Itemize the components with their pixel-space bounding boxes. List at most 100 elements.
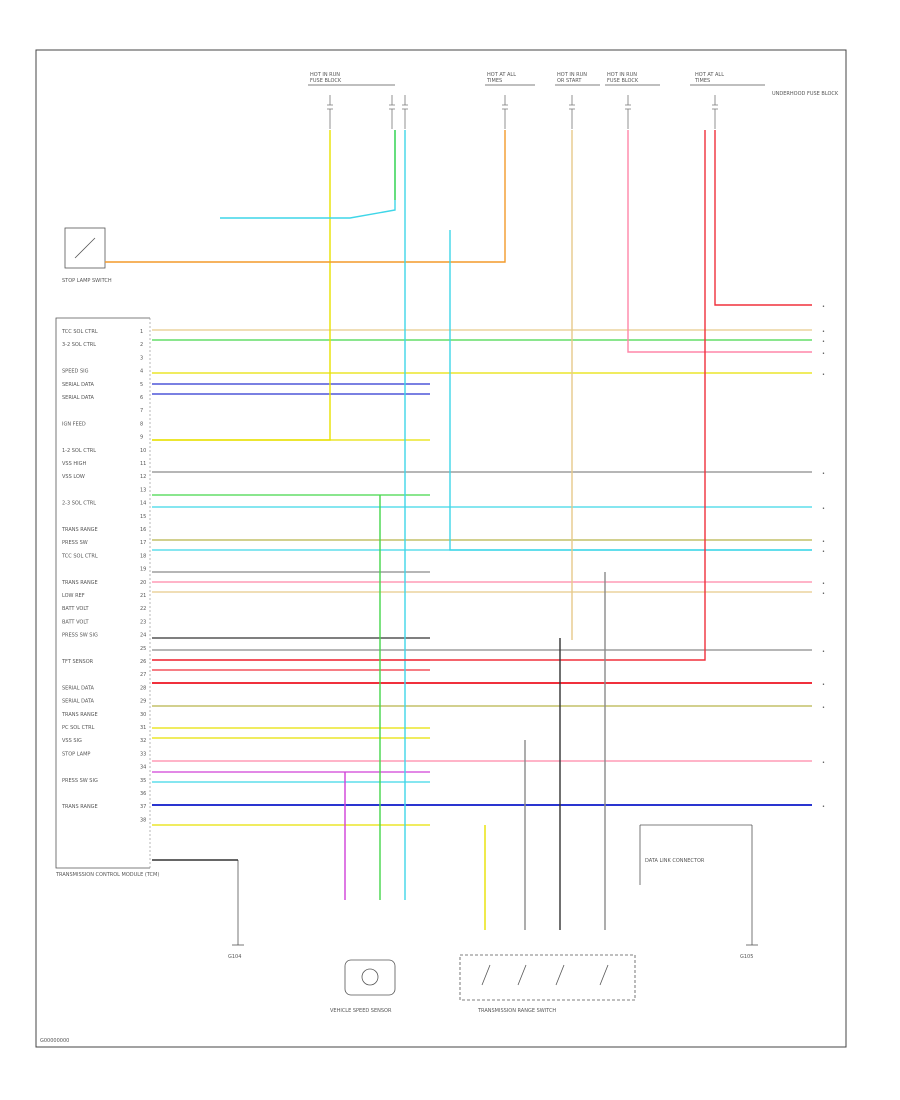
tcm-pin-number: 3 (140, 355, 143, 361)
tcm-pin-number: 16 (140, 527, 146, 533)
wire-red-batt (152, 130, 706, 661)
diagram-frame (35, 49, 847, 1048)
right-pin-marker: • (822, 549, 825, 555)
tcm-pin-number: 10 (140, 448, 146, 454)
tcm-pin-number: 32 (140, 738, 146, 744)
tcm-pin-label: SERIAL DATA (62, 699, 95, 705)
tcm-pin-number: 37 (140, 804, 146, 810)
tcm-pin-label: PRESS SW SIG (62, 778, 98, 784)
tcm-pin-number: 33 (140, 751, 146, 757)
tcm-pin-label: PC SOL CTRL (62, 725, 95, 731)
tcm-pin-label: BATT VOLT (62, 606, 89, 612)
tcm-pin-label: IGN FEED (62, 421, 86, 427)
fuse-block-5-sub: TIMES (694, 78, 710, 84)
right-pin-marker: • (822, 372, 825, 378)
tcm-pin-number: 13 (140, 487, 146, 493)
transmission-range-switch: TRANSMISSION RANGE SWITCH (459, 954, 636, 1014)
fuse-block-3-label: HOT IN RUN (557, 72, 587, 78)
fuse-block-4-label: HOT IN RUN (607, 72, 637, 78)
tcm-module: TRANSMISSION CONTROL MODULE (TCM) (55, 317, 159, 878)
tcm-pin-number: 23 (140, 619, 146, 625)
tcm-pin-label: STOP LAMP (62, 751, 90, 757)
dlc-label: DATA LINK CONNECTOR (645, 858, 705, 864)
footer-code: G00000000 (40, 1038, 69, 1044)
tcm-pin-label: TRANS RANGE (61, 712, 98, 718)
fuse-block-5: HOT AT ALL TIMES (690, 72, 765, 86)
stop-lamp-switch-label: STOP LAMP SWITCH (62, 278, 112, 284)
tcm-pin-number: 2 (140, 342, 143, 348)
right-pin-marker: • (822, 760, 825, 766)
tcm-pin-label: VSS LOW (62, 474, 85, 480)
tcm-pin-number: 15 (140, 514, 146, 520)
fuse-block-1-sub: FUSE BLOCK (310, 78, 342, 84)
tcm-pin-label: BATT VOLT (62, 619, 89, 625)
tcm-pin-label: TCC SOL CTRL (61, 329, 98, 335)
tcm-pin-label: LOW REF (62, 593, 85, 599)
tcm-pin-label: TRANS RANGE (61, 527, 98, 533)
fuse-block-1-label: HOT IN RUN (310, 72, 340, 78)
fuse-block-5-label: HOT AT ALL (695, 72, 724, 78)
wire-red-top (714, 130, 812, 306)
wire-orange-brake (105, 130, 506, 263)
fuse-block-3: HOT IN RUN OR START (555, 72, 600, 86)
fuse-block-4: HOT IN RUN FUSE BLOCK (605, 72, 660, 86)
tcm-pin-number: 6 (140, 395, 143, 401)
right-pin-marker: • (822, 649, 825, 655)
data-link-connector: DATA LINK CONNECTOR (639, 824, 752, 885)
tcm-pin-number: 1 (140, 329, 143, 335)
wire-cyan-23 (449, 230, 812, 551)
wire-yellow-vertical (152, 130, 331, 441)
tcm-pin-number: 11 (140, 461, 146, 467)
tcm-label: TRANSMISSION CONTROL MODULE (TCM) (55, 872, 159, 878)
tcm-pin-number: 29 (140, 699, 146, 705)
range-switch-label: TRANSMISSION RANGE SWITCH (477, 1008, 556, 1014)
right-pin-marker: • (822, 591, 825, 597)
tcm-pin-number: 25 (140, 646, 146, 652)
tcm-pin-number: 14 (140, 501, 146, 507)
tcm-pin-label: 1-2 SOL CTRL (62, 448, 96, 454)
tcm-pin-number: 38 (140, 817, 146, 823)
wire-cyan-brake (220, 130, 396, 219)
tcm-pin-label: VSS HIGH (62, 461, 86, 467)
fuse-block-1: HOT IN RUN FUSE BLOCK (308, 72, 395, 86)
tcm-pin-number: 27 (140, 672, 146, 678)
tcm-pin-number: 5 (140, 382, 143, 388)
tcm-pin-label: TRANS RANGE (61, 580, 98, 586)
right-pin-marker: • (822, 705, 825, 711)
ground-left: G104 (228, 860, 244, 960)
tcm-pin-number: 18 (140, 553, 146, 559)
tcm-pin-label: TRANS RANGE (61, 804, 98, 810)
ground-right-label: G105 (740, 954, 753, 960)
tcm-pin-label: SPEED SIG (62, 369, 89, 375)
tcm-pin-number: 30 (140, 712, 146, 718)
wires (105, 130, 812, 930)
tcm-pin-number: 20 (140, 580, 146, 586)
tcm-pin-number: 12 (140, 474, 146, 480)
tcm-pin-label: 2-3 SOL CTRL (62, 501, 96, 507)
tcm-pin-label: SERIAL DATA (62, 395, 95, 401)
tcm-pin-number: 7 (140, 408, 143, 414)
right-pin-marker: • (822, 339, 825, 345)
tcm-pin-number: 35 (140, 778, 146, 784)
fuse-block-4-sub: FUSE BLOCK (607, 78, 639, 84)
tcm-pin-number: 19 (140, 567, 146, 573)
tcm-pin-number: 26 (140, 659, 146, 665)
fuse-block-2-sub: TIMES (486, 78, 502, 84)
ground-right: G105 (740, 825, 758, 960)
stop-lamp-switch: STOP LAMP SWITCH (62, 227, 112, 284)
tcm-pin-label: TFT SENSOR (61, 659, 94, 665)
right-pin-marker: • (822, 471, 825, 477)
fuse-block-2: HOT AT ALL TIMES (485, 72, 535, 86)
tcm-pin-number: 28 (140, 685, 146, 691)
wire-pink-top (627, 130, 812, 353)
tcm-pin-number: 31 (140, 725, 146, 731)
vehicle-speed-sensor: VEHICLE SPEED SENSOR (330, 959, 396, 1014)
tcm-pin-label: 3-2 SOL CTRL (62, 342, 96, 348)
right-pin-marker: • (822, 682, 825, 688)
right-pin-marker: • (822, 506, 825, 512)
tcm-pin-label: SERIAL DATA (62, 382, 95, 388)
tcm-pin-number: 4 (140, 369, 143, 375)
underhood-block-label: UNDERHOOD FUSE BLOCK (772, 91, 839, 97)
right-pin-marker: • (822, 804, 825, 810)
